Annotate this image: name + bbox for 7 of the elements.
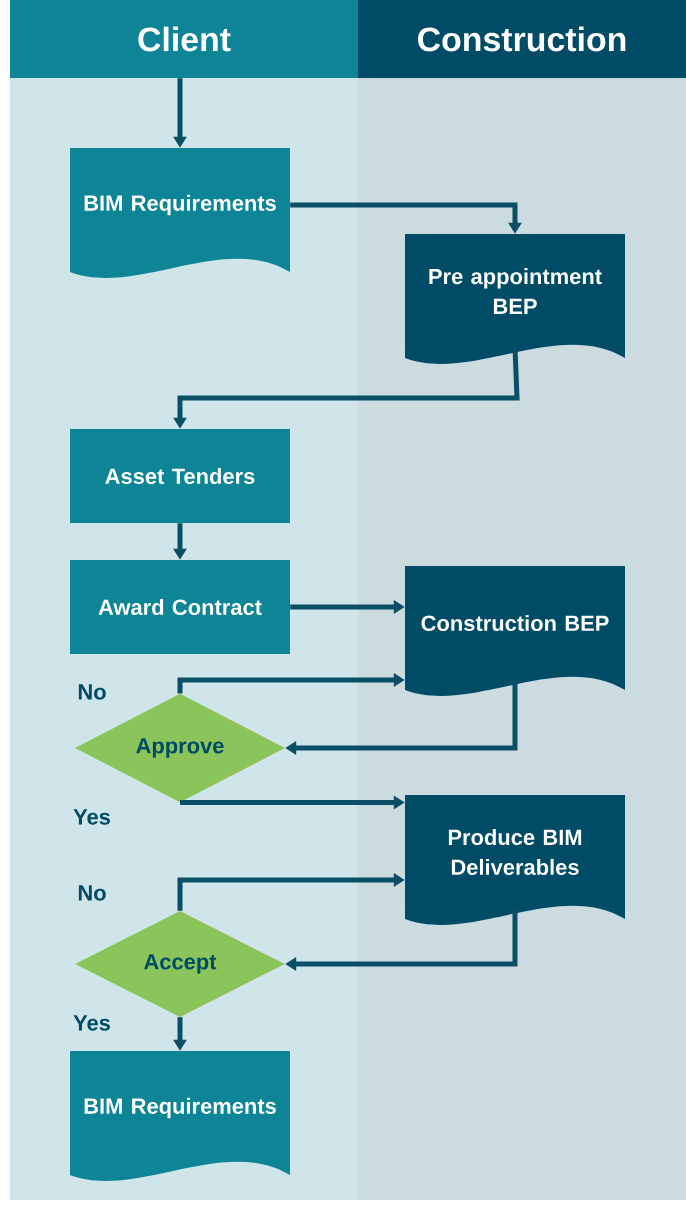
header-band: Construction	[358, 0, 686, 78]
edge-label: No	[76, 884, 108, 902]
edge-label: Yes	[72, 1014, 112, 1032]
process-box: Asset Tenders	[70, 429, 290, 523]
process-box: Award Contract	[70, 560, 290, 654]
header-band: Client	[10, 0, 358, 78]
edge-label: Yes	[72, 808, 112, 826]
